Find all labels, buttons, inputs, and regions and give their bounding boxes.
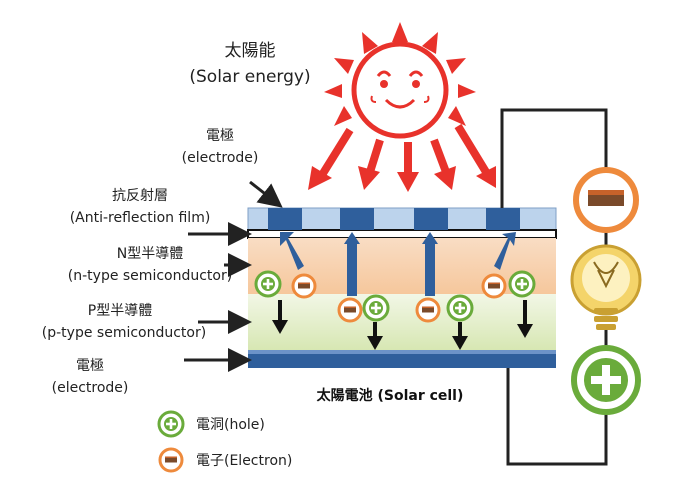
bottom-electrode (248, 350, 556, 368)
top-electrode (268, 208, 302, 230)
hole-icon (508, 270, 536, 298)
label-pointer-arrows (184, 180, 283, 372)
sun-label-zh: 太陽能 (225, 41, 276, 61)
electron-icon (291, 273, 317, 299)
circuit-hole-icon (571, 345, 641, 415)
ray-arrow-2 (358, 138, 384, 190)
n-type-label-en: (n-type semiconductor) (68, 268, 232, 284)
electron-path-arrows (280, 232, 516, 296)
electron-icon (481, 273, 507, 299)
electrode-bottom-label-en: (electrode) (52, 380, 129, 396)
sunlight-arrows (308, 123, 496, 192)
electrode-bottom-label-zh: 電極 (76, 358, 104, 374)
electrode-top-label-zh: 電極 (206, 128, 234, 144)
legend-hole-icon (157, 410, 185, 438)
light-bulb-icon (570, 244, 642, 330)
sun-label-en: (Solar energy) (189, 67, 310, 87)
antireflection-label-en: (Anti-reflection film) (70, 210, 211, 226)
legend-electron-label: 電子(Electron) (196, 453, 292, 469)
electron-icon (337, 297, 363, 323)
p-type-label-zh: P型半導體 (88, 303, 152, 319)
electrode-top-label-en: (electrode) (182, 150, 259, 166)
p-type-label-en: (p-type semiconductor) (42, 325, 206, 341)
ray-arrow-4 (430, 138, 456, 190)
top-electrode (486, 208, 520, 230)
antireflection-label-zh: 抗反射層 (112, 188, 168, 204)
hole-icon (362, 294, 390, 322)
ray-arrow-5 (454, 123, 496, 188)
ray-arrow-1 (308, 127, 354, 190)
solar-cell (247, 207, 557, 368)
legend: 電洞(hole) 電子(Electron) (157, 410, 292, 473)
hole-drift-arrows (272, 300, 533, 350)
sun-icon (324, 22, 476, 139)
legend-electron-icon (158, 447, 184, 473)
hole-icon (254, 270, 282, 298)
circuit-electron-icon (573, 167, 639, 233)
top-electrode (340, 208, 374, 230)
electron-icon (415, 297, 441, 323)
hole-icon (446, 294, 474, 322)
n-type-label-zh: N型半導體 (117, 246, 183, 262)
ray-arrow-3 (397, 142, 419, 192)
solar-cell-caption: 太陽電池 (Solar cell) (317, 387, 464, 404)
p-type-layer (248, 294, 556, 350)
legend-hole-label: 電洞(hole) (196, 417, 265, 433)
top-electrode (414, 208, 448, 230)
